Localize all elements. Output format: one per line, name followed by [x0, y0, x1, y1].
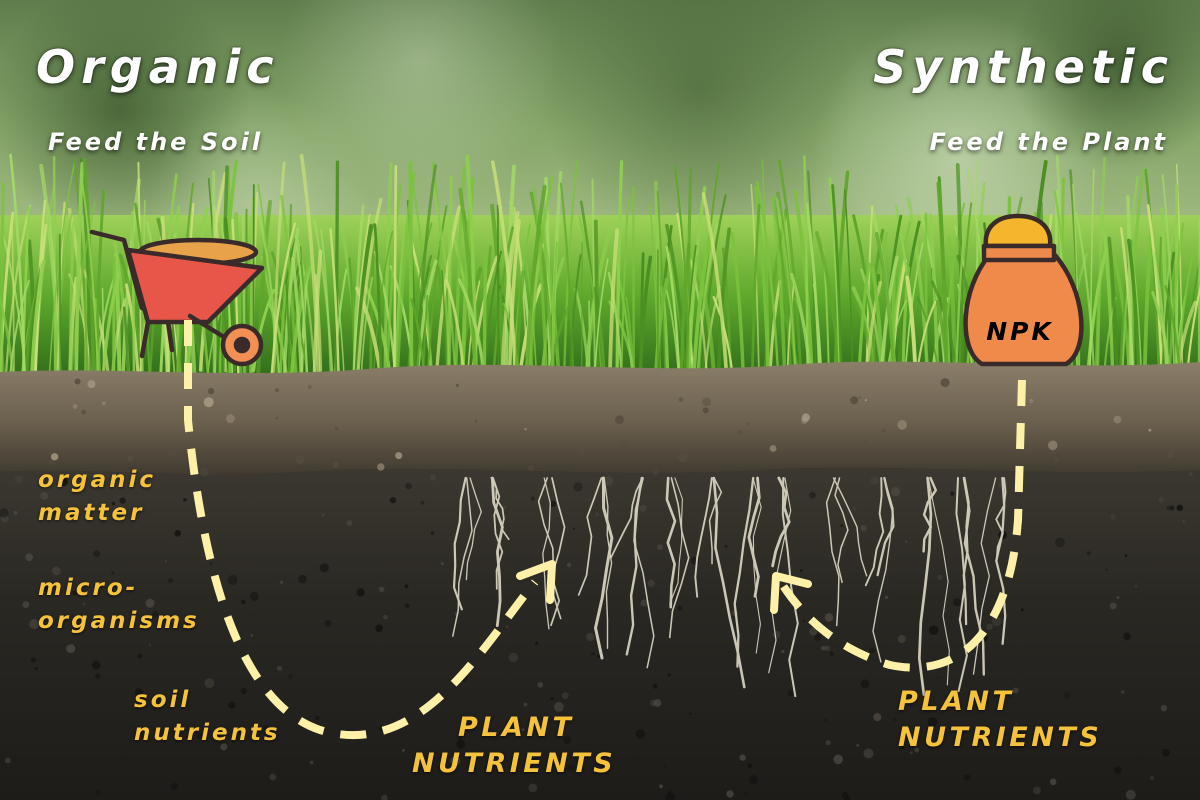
organic-arrowhead [516, 560, 556, 604]
synthetic-plant-nutrients-line2: NUTRIENTS [898, 722, 1103, 753]
organic-title: Organic [36, 40, 280, 94]
synthetic-arrowhead [770, 572, 812, 614]
label-microorganisms: micro- organisms [38, 572, 200, 638]
label-soil-nutrients: soil nutrients [134, 684, 281, 750]
label-organic-matter-line2: matter [38, 500, 145, 526]
label-soil-nutrients-line2: nutrients [134, 720, 281, 746]
fertilizer-bag-icon: NPK [963, 213, 1084, 367]
npk-bag-label: NPK [986, 317, 1054, 346]
synthetic-plant-nutrients-line1: PLANT [898, 686, 1015, 717]
organic-subtitle: Feed the Soil [48, 128, 264, 156]
label-soil-nutrients-line1: soil [134, 687, 192, 713]
organic-plant-nutrients-label: PLANT NUTRIENTS [412, 710, 616, 782]
organic-plant-nutrients-line2: NUTRIENTS [412, 748, 617, 779]
wheelbarrow-icon [89, 229, 265, 367]
organic-flow-arrow [184, 320, 539, 740]
label-microorganisms-line2: organisms [38, 608, 200, 634]
synthetic-plant-nutrients-label: PLANT NUTRIENTS [898, 684, 1102, 756]
label-organic-matter: organic matter [38, 464, 156, 530]
synthetic-flow-arrow [778, 379, 1026, 672]
synthetic-title: Synthetic [873, 40, 1174, 94]
label-microorganisms-line1: micro- [38, 575, 139, 601]
label-organic-matter-line1: organic [38, 467, 157, 493]
organic-plant-nutrients-line1: PLANT [458, 712, 575, 743]
synthetic-subtitle: Feed the Plant [929, 128, 1168, 156]
